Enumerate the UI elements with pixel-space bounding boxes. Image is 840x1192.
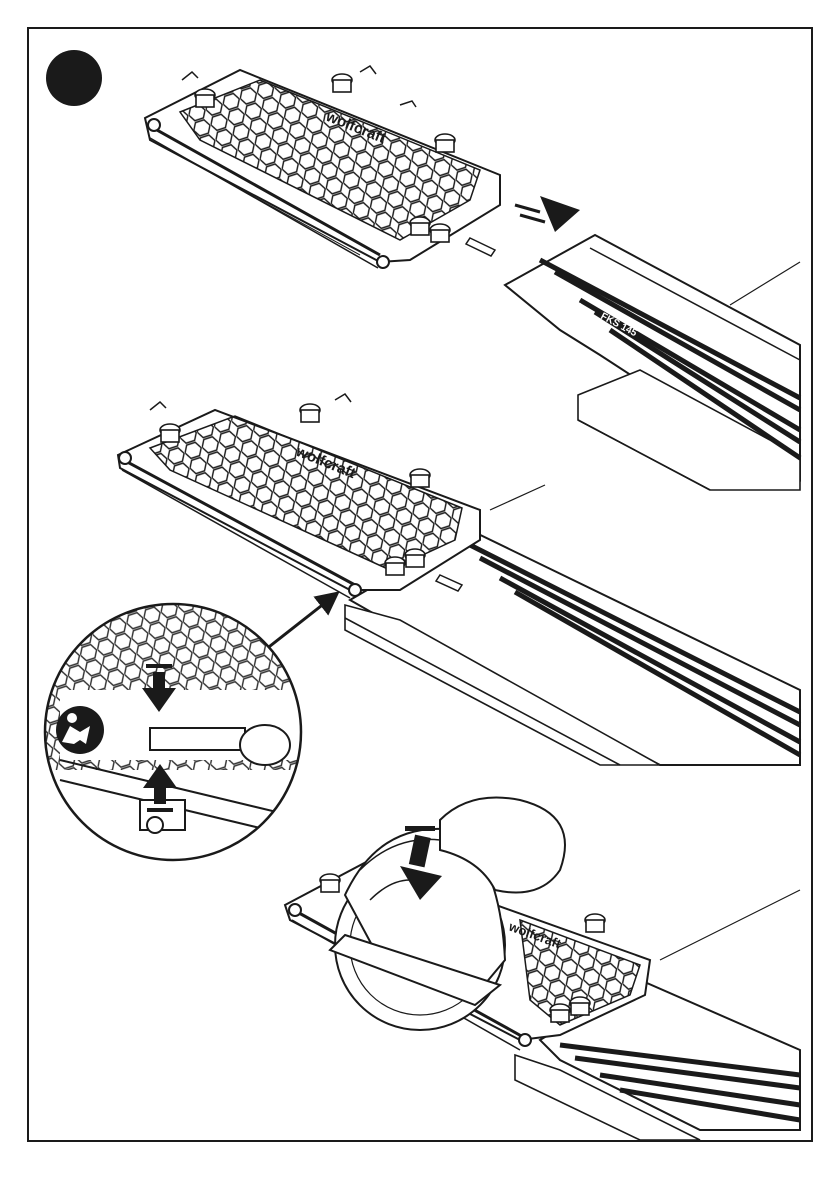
read-manual-icon [56,706,104,754]
detail-callout-arrow [265,595,335,650]
top-baseplate: wolfcraft [145,66,500,268]
slide-direction-arrow-icon [515,196,580,232]
middle-baseplate: wolfcraft [118,394,480,598]
